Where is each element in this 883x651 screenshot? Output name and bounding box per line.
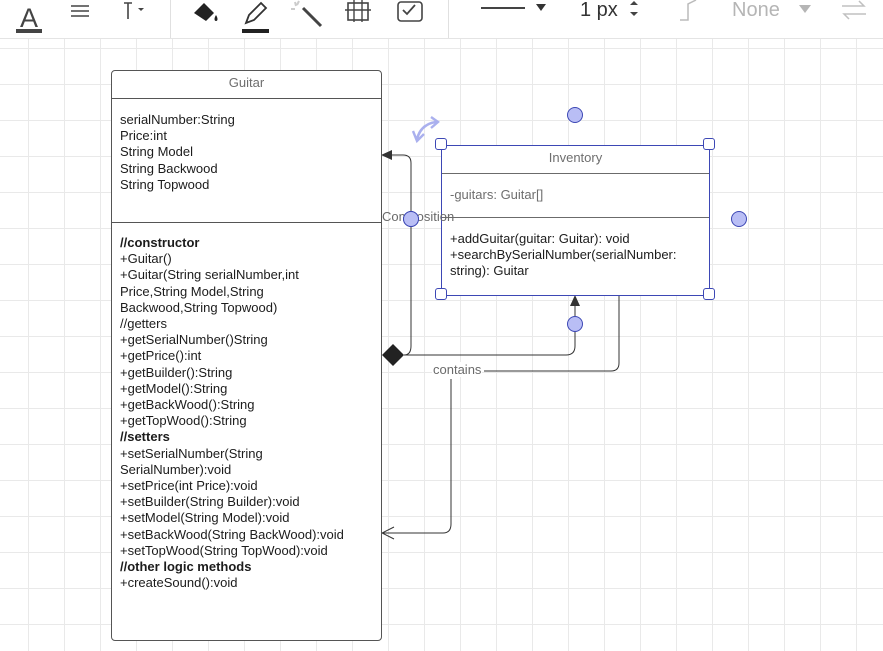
toolbar: A 1 px None: [0, 0, 883, 39]
text-tool-button[interactable]: A: [14, 0, 44, 36]
guitar-method: +setPrice(int Price):void: [120, 478, 258, 494]
guitar-method: +getSerialNumber()String: [120, 332, 268, 348]
upper-arrowhead: [381, 150, 392, 160]
line-start-button[interactable]: [674, 0, 716, 24]
text-format-dropdown[interactable]: [118, 0, 150, 22]
rotate-arc[interactable]: [415, 120, 437, 140]
line-start-icon: [680, 0, 697, 21]
toolbar-divider: [448, 0, 449, 38]
guitar-method: Backwood,String Topwood): [120, 299, 278, 315]
chevron-down-icon: [798, 5, 811, 13]
align-icon: [71, 5, 89, 17]
guitar-method: +getModel():String: [120, 380, 228, 396]
line-width-value: 1 px: [580, 0, 618, 21]
guitar-attribute: String Backwood: [120, 160, 218, 176]
inventory-method: +addGuitar(guitar: Guitar): void: [450, 231, 630, 246]
guitar-method: +setBackWood(String BackWood):void: [120, 526, 344, 542]
checklist-button[interactable]: [394, 0, 428, 24]
guitar-method-comment: //setters: [120, 429, 170, 445]
rotate-arrow-icon: [411, 130, 425, 144]
composition-line[interactable]: [404, 300, 576, 356]
guitar-method: SerialNumber):void: [120, 461, 232, 477]
guitar-method: +getBuilder():String: [120, 364, 233, 380]
text-color-indicator: [16, 29, 42, 33]
composition-upper-line[interactable]: [392, 154, 412, 356]
line-end-dropdown[interactable]: None: [728, 0, 824, 21]
swap-arrows-icon: [842, 0, 866, 20]
guitar-attribute: serialNumber:String: [120, 112, 235, 127]
guitar-method-comment: //other logic methods: [120, 559, 252, 575]
resize-handle-sw[interactable]: [435, 288, 447, 300]
line-color-button[interactable]: [240, 0, 272, 28]
guitar-method: +setSerialNumber(String: [120, 445, 263, 461]
pen-icon: [244, 1, 268, 25]
magic-wand-icon: [291, 0, 323, 28]
guitar-method: +setBuilder(String Builder):void: [120, 494, 300, 510]
guitar-method: //getters: [120, 316, 167, 332]
magic-wand-button[interactable]: [288, 0, 326, 28]
stepper-icon: [629, 1, 638, 16]
text-align-button[interactable]: [66, 0, 94, 22]
guitar-class-title: Guitar: [228, 75, 265, 90]
connection-point-right[interactable]: [731, 211, 747, 227]
guitar-method: +Guitar(): [120, 251, 172, 267]
contains-line[interactable]: [484, 296, 620, 372]
line-style-dropdown[interactable]: [478, 0, 552, 18]
guitar-method: +setModel(String Model):void: [120, 510, 290, 526]
resize-handle-ne[interactable]: [703, 138, 715, 150]
inventory-class-title: Inventory: [548, 150, 603, 165]
inventory-class[interactable]: Inventory -guitars: Guitar[] +addGuitar(…: [441, 145, 710, 296]
connection-point-top[interactable]: [567, 107, 583, 123]
container-button[interactable]: [342, 0, 376, 24]
line-end-value: None: [732, 0, 780, 21]
inventory-attributes: -guitars: Guitar[]: [442, 173, 709, 217]
guitar-attribute: Price:int: [120, 128, 167, 144]
text-icon: A: [19, 2, 38, 33]
resize-handle-se[interactable]: [703, 288, 715, 300]
resize-handle-nw[interactable]: [435, 138, 447, 150]
inventory-method: string): Guitar: [450, 263, 529, 279]
guitar-attribute: String Topwood: [120, 176, 210, 192]
fill-color-button[interactable]: [190, 0, 222, 26]
rotate-arrow-icon: [430, 116, 440, 129]
connection-point-bottom[interactable]: [567, 316, 583, 332]
guitar-method: +getTopWood():String: [120, 413, 247, 429]
guitar-methods: //constructor+Guitar()+Guitar(String ser…: [112, 222, 381, 591]
line-width-dropdown[interactable]: 1 px: [580, 0, 660, 21]
inventory-attribute: -guitars: Guitar[]: [450, 187, 544, 202]
line-style-icon: [481, 4, 546, 11]
composition-diamond: [382, 344, 404, 366]
toolbar-divider: [170, 0, 171, 38]
open-arrowhead: [380, 526, 395, 540]
swap-direction-button[interactable]: [834, 0, 874, 22]
guitar-attribute: String Model: [120, 144, 193, 160]
guitar-method-comment: //constructor: [120, 235, 200, 250]
guitar-method: Price,String Model,String: [120, 283, 264, 299]
inventory-method: +searchBySerialNumber(serialNumber:: [450, 247, 677, 263]
text-cursor-icon: [124, 2, 144, 19]
connection-point-left-overlay[interactable]: [403, 211, 419, 227]
guitar-method: +createSound():void: [120, 575, 238, 591]
contains-label[interactable]: contains: [432, 362, 483, 377]
contains-lower-line[interactable]: [382, 379, 452, 534]
guitar-method: +setTopWood(String TopWood):void: [120, 542, 328, 558]
paint-bucket-icon: [194, 3, 218, 21]
frame-icon: [345, 0, 371, 22]
guitar-method: +getBackWood():String: [120, 397, 255, 413]
line-color-indicator: [242, 29, 269, 33]
composition-arrowhead: [570, 295, 580, 306]
checklist-icon: [397, 1, 423, 22]
inventory-methods: +addGuitar(guitar: Guitar): void+searchB…: [442, 217, 709, 280]
guitar-method: +Guitar(String serialNumber,int: [120, 267, 299, 283]
guitar-method: +getPrice():int: [120, 348, 202, 364]
